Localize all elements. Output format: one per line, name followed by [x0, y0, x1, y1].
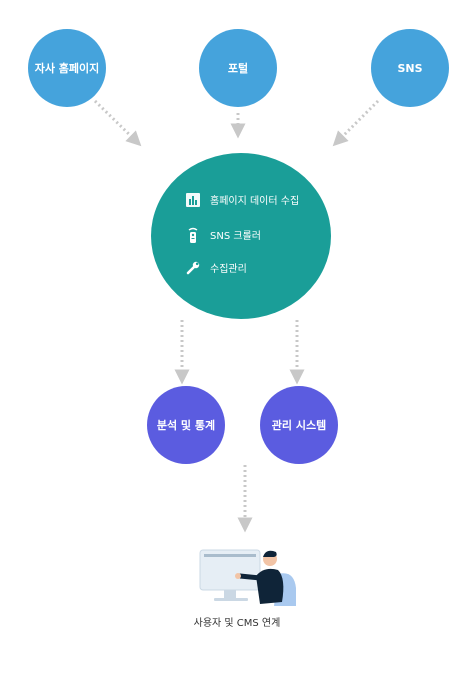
source-sns: SNS	[371, 29, 449, 107]
source-portal-label: 포털	[227, 62, 249, 75]
output-management-system-label: 관리 시스템	[271, 419, 327, 432]
wrench-icon	[186, 261, 200, 275]
output-analysis-statistics-label: 분석 및 통계	[156, 419, 216, 432]
source-portal: 포털	[199, 29, 277, 107]
user-computer-illustration	[199, 549, 296, 606]
output-analysis-statistics: 분석 및 통계	[147, 386, 225, 464]
hub-item-sns-crawler-label: SNS 크롤러	[210, 231, 261, 242]
remote-icon	[186, 227, 200, 243]
hub-item-sns-crawler: SNS 크롤러	[186, 227, 261, 243]
user-cms-caption: 사용자 및 CMS 연계	[193, 618, 281, 629]
bar-chart-icon	[186, 192, 200, 207]
hub-item-homepage-collection-label: 홈페이지 데이터 수집	[210, 196, 300, 207]
source-sns-label: SNS	[397, 61, 423, 75]
source-homepage-label: 자사 홈페이지	[34, 62, 100, 75]
output-management-system: 관리 시스템	[260, 386, 338, 464]
arrow-homepage-to-hub	[93, 99, 142, 147]
hub-item-collection-management: 수집관리	[186, 260, 247, 275]
source-homepage: 자사 홈페이지	[28, 29, 106, 107]
hub-item-collection-management-label: 수집관리	[210, 264, 247, 275]
hub-item-homepage-collection: 홈페이지 데이터 수집	[186, 192, 299, 207]
collection-hub	[151, 153, 331, 319]
arrow-sns-to-hub	[332, 99, 380, 147]
